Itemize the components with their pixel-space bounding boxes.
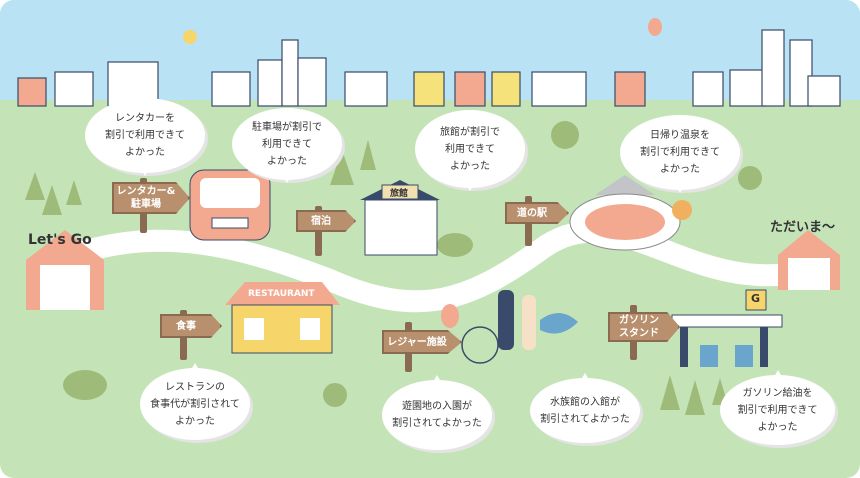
trees: [25, 121, 762, 415]
bubble-rental-car: レンタカーを 割引で利用できて よかった: [85, 98, 205, 176]
end-label: ただいま〜: [770, 220, 836, 235]
bubble-ryokan: 旅館が割引で 利用できて よかった: [415, 110, 525, 191]
ryokan-building: [360, 180, 440, 256]
bubble-parking: 駐車場が割引で 利用できて よかった: [232, 108, 342, 183]
restaurant-building: [225, 282, 340, 354]
bubble-aquarium: 水族館の入館が 割引されてよかった: [530, 373, 640, 443]
rental-car: [189, 169, 271, 241]
sign-meal: 食事: [160, 314, 222, 338]
road: [49, 220, 821, 313]
gas-label: G: [751, 292, 761, 305]
skyline: [17, 29, 841, 107]
sign-rental-parking: レンタカー& 駐車場: [112, 182, 190, 214]
bubble-restaurant: レストランの 食事代が割引されて よかった: [140, 363, 250, 440]
start-house: [26, 230, 104, 310]
sun-icon: [183, 30, 197, 44]
bubble-onsen: 日帰り温泉を 割引で利用できて よかった: [620, 115, 740, 193]
bubble-gas-station: ガソリン給油を 割引で利用できて よかった: [720, 370, 835, 445]
amusement-park: [441, 290, 578, 364]
restaurant-label: RESTAURANT: [248, 289, 315, 299]
sign-leisure: レジャー施設: [382, 330, 462, 354]
sign-gas-station: ガソリン スタンド: [608, 312, 680, 342]
onsen: [569, 175, 692, 251]
gas-station: [671, 289, 783, 367]
ryokan-label: 旅館: [390, 189, 409, 199]
bubble-amusement-park: 遊園地の入園が 割引されてよかった: [382, 375, 492, 450]
start-label: Let's Go: [28, 232, 92, 248]
sign-roadside-station: 道の駅: [505, 202, 569, 224]
balloon-icon: [648, 18, 662, 36]
sign-lodging: 宿泊: [296, 210, 356, 232]
end-house: [778, 230, 840, 290]
